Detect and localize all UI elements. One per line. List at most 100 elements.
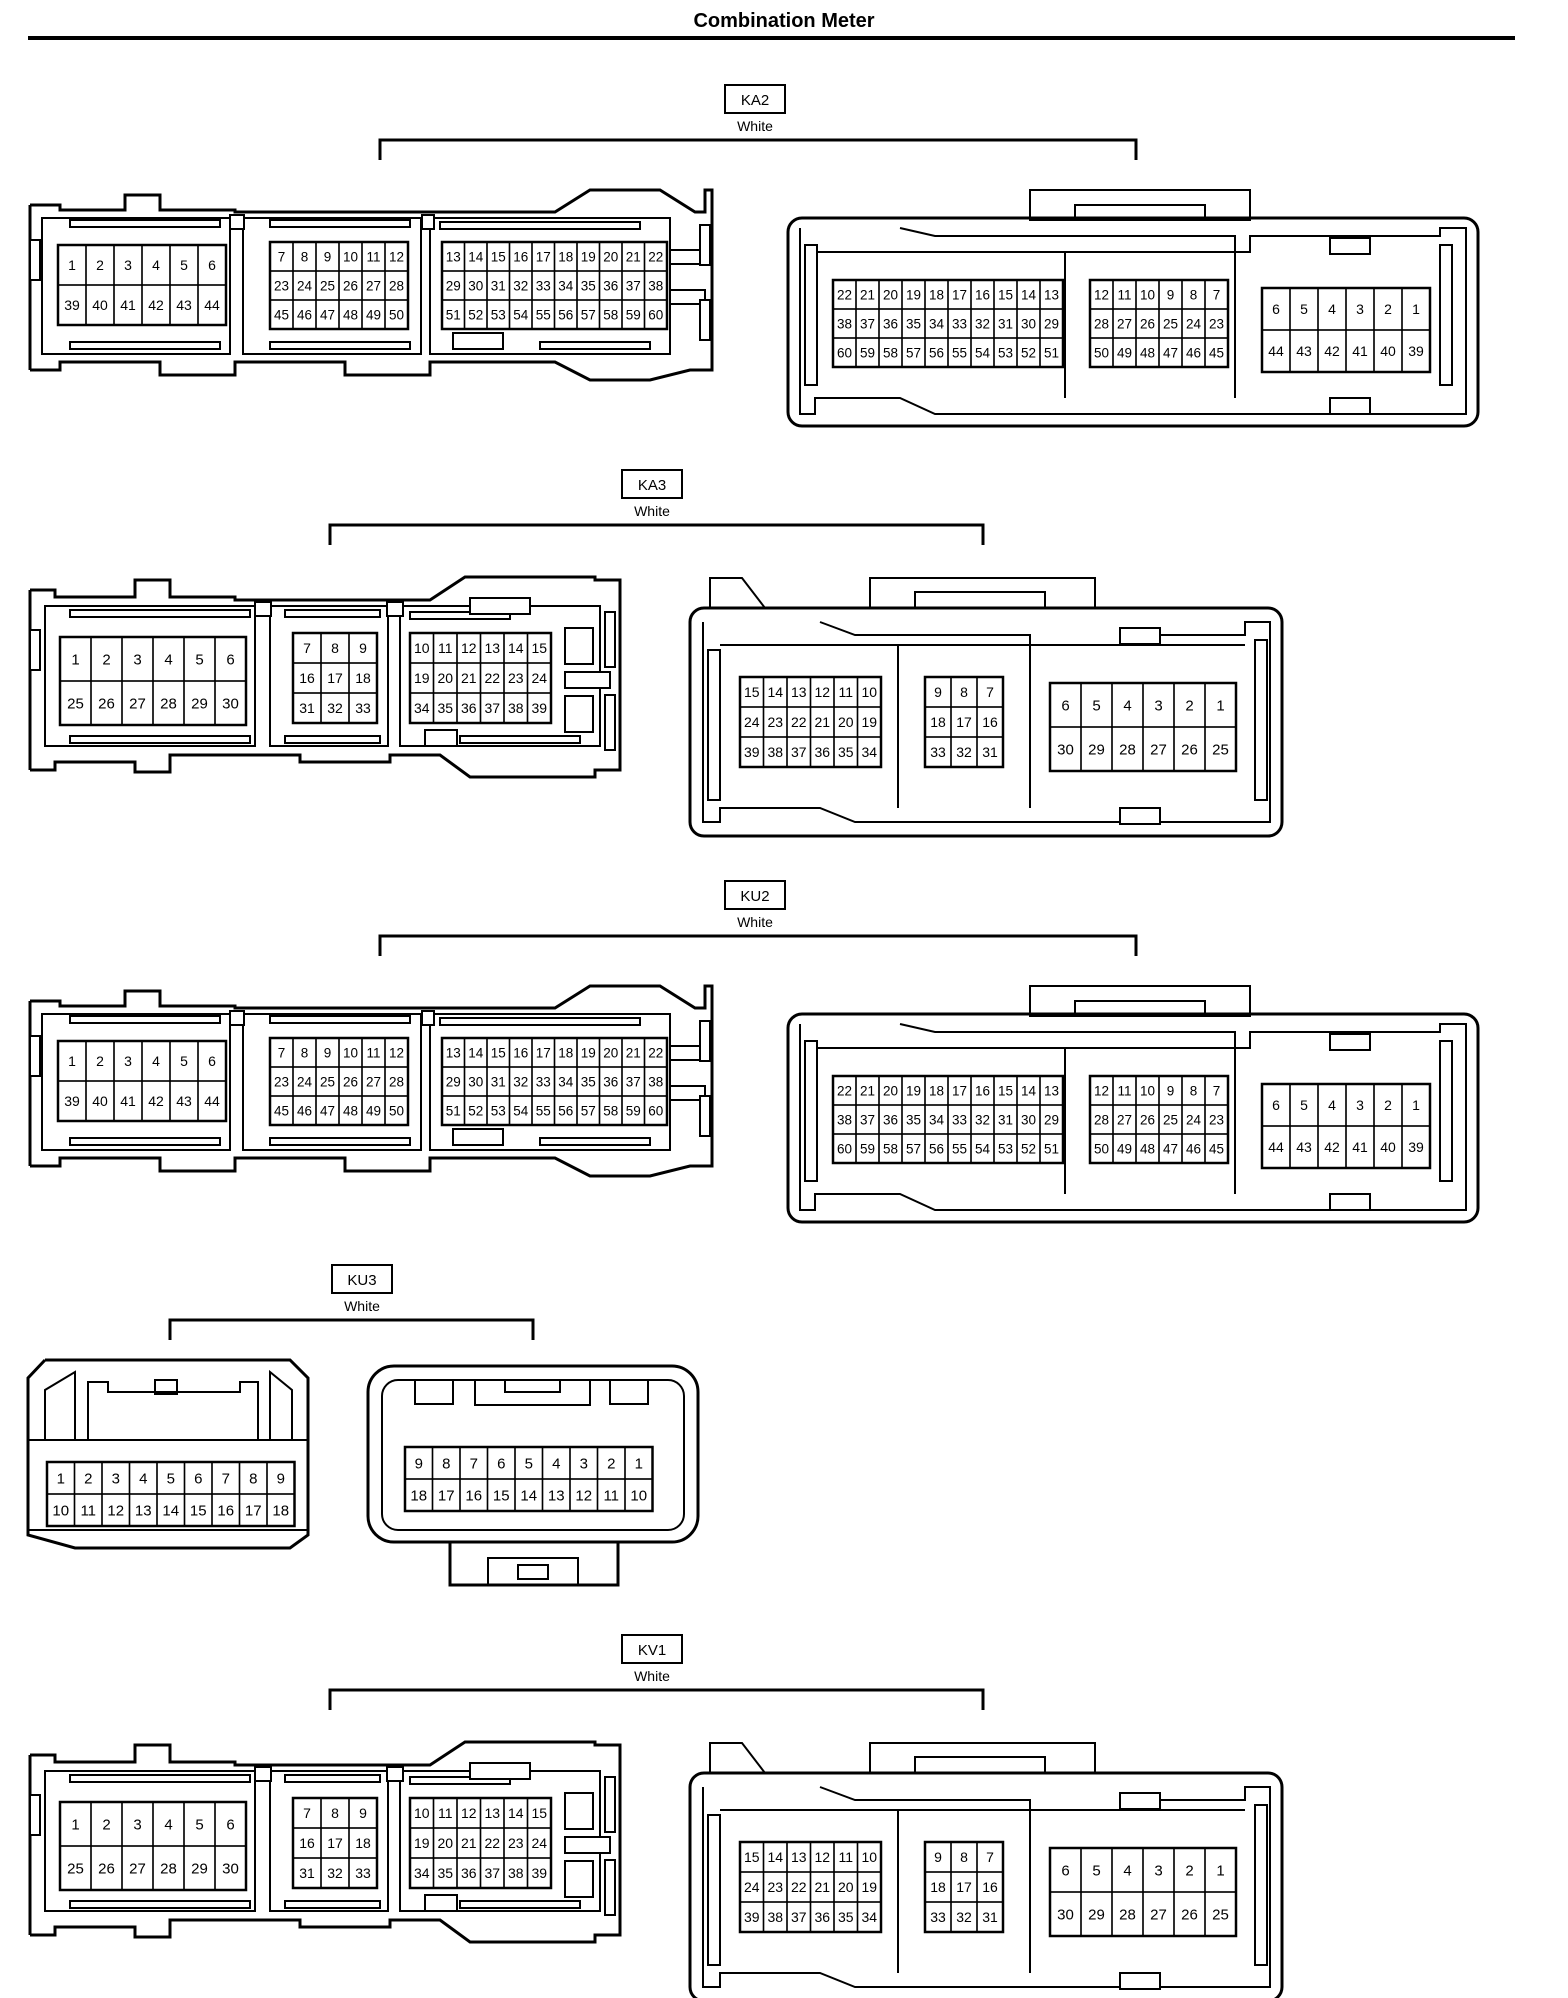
pin-number: 11	[1117, 1083, 1131, 1098]
pin-number: 36	[603, 1074, 618, 1089]
pin-number: 10	[343, 1045, 358, 1060]
pin-number: 36	[603, 278, 618, 293]
pin-number: 8	[442, 1455, 450, 1472]
pin-number: 18	[410, 1487, 427, 1504]
pin-number: 23	[508, 1835, 524, 1851]
pin-number: 34	[861, 744, 877, 760]
pin-number: 44	[1268, 343, 1284, 359]
pin-number: 27	[366, 278, 381, 293]
pin-cell	[624, 1478, 654, 1512]
pin-number: 20	[883, 1083, 898, 1098]
housing-inner	[429, 1013, 671, 1151]
pin-number: 4	[164, 1816, 172, 1833]
pin-number: 41	[120, 1093, 136, 1109]
pin-number: 59	[860, 1141, 875, 1156]
pin-number: 14	[468, 1045, 484, 1060]
pin-number: 8	[331, 640, 339, 656]
connector-id: KA3	[638, 477, 666, 494]
pin-number: 30	[222, 695, 239, 712]
connector-bracket	[378, 934, 1138, 956]
pin-number: 18	[930, 1879, 946, 1895]
pin-number: 15	[190, 1502, 207, 1519]
pin-number: 2	[102, 651, 110, 668]
pin-number: 30	[1057, 741, 1074, 758]
latch-slot	[1074, 1000, 1206, 1017]
pin-number: 3	[112, 1470, 120, 1487]
pin-number: 23	[1209, 316, 1224, 331]
pin-number: 13	[791, 1849, 807, 1865]
pin-number: 14	[508, 1805, 524, 1821]
latch-tab	[254, 601, 272, 617]
pin-number: 30	[468, 278, 483, 293]
pin-number: 50	[1094, 345, 1109, 360]
pin-number: 27	[129, 695, 146, 712]
pin-number: 52	[1021, 345, 1036, 360]
pin-number: 19	[414, 1835, 430, 1851]
pin-number: 7	[1213, 287, 1221, 302]
pin-number: 6	[1272, 1097, 1280, 1113]
pin-number: 28	[1119, 1906, 1136, 1923]
pin-number: 33	[930, 1909, 946, 1925]
pin-number: 25	[67, 1860, 84, 1877]
pin-number: 5	[1092, 697, 1100, 714]
pin-number: 4	[552, 1455, 560, 1472]
rib	[284, 609, 381, 618]
pin-number: 42	[148, 297, 164, 313]
pin-number: 20	[883, 287, 898, 302]
pin-number: 26	[1181, 1906, 1198, 1923]
pin-number: 32	[956, 1909, 972, 1925]
pin-number: 36	[461, 700, 477, 716]
pin-number: 3	[1154, 697, 1162, 714]
pin-number: 11	[80, 1502, 96, 1519]
pin-number: 44	[204, 297, 220, 313]
pin-number: 3	[133, 651, 141, 668]
pin-number: 19	[414, 670, 430, 686]
pin-number: 37	[860, 1112, 875, 1127]
pin-number: 18	[930, 714, 946, 730]
latch-tab	[29, 1794, 41, 1836]
pin-number: 29	[191, 1860, 208, 1877]
latch-tab	[29, 1035, 41, 1077]
pin-number: 13	[1044, 1083, 1059, 1098]
rib	[269, 1015, 411, 1024]
connector-color: White	[344, 1298, 380, 1314]
connector-id: KA2	[741, 92, 769, 109]
latch-tab	[254, 1766, 272, 1782]
pin-cell	[197, 1080, 227, 1122]
pin-number: 21	[461, 670, 477, 686]
pin-number: 47	[320, 307, 335, 322]
pin-number: 16	[217, 1502, 234, 1519]
pin-number: 8	[301, 249, 309, 264]
latch-tab	[386, 1766, 404, 1782]
pin-number: 35	[437, 700, 453, 716]
pin-number: 24	[744, 714, 760, 730]
pin-number: 1	[71, 1816, 79, 1833]
pin-number: 53	[998, 345, 1013, 360]
pin-number: 51	[446, 307, 461, 322]
pin-number: 13	[1044, 287, 1059, 302]
pin-number: 56	[558, 1103, 573, 1118]
pin-number: 27	[1117, 316, 1132, 331]
pin-number: 40	[1380, 1139, 1396, 1155]
pin-number: 45	[1209, 345, 1224, 360]
pin-number: 34	[414, 1865, 430, 1881]
pin-number: 17	[952, 1083, 967, 1098]
pin-number: 52	[468, 307, 483, 322]
pin-number: 5	[180, 257, 188, 273]
pin-number: 8	[331, 1805, 339, 1821]
housing-inner	[269, 605, 389, 747]
pin-number: 1	[57, 1470, 65, 1487]
pin-number: 19	[906, 287, 921, 302]
rib	[439, 1017, 641, 1026]
housing-outline	[30, 1740, 622, 1944]
pin-cell	[197, 284, 227, 326]
latch-tab	[564, 1860, 594, 1898]
pin-number: 29	[446, 278, 461, 293]
pin-cell	[1039, 1133, 1064, 1164]
pin-number: 37	[791, 744, 807, 760]
rib	[409, 611, 511, 620]
pin-number: 37	[626, 1074, 641, 1089]
pin-number: 28	[389, 1074, 404, 1089]
